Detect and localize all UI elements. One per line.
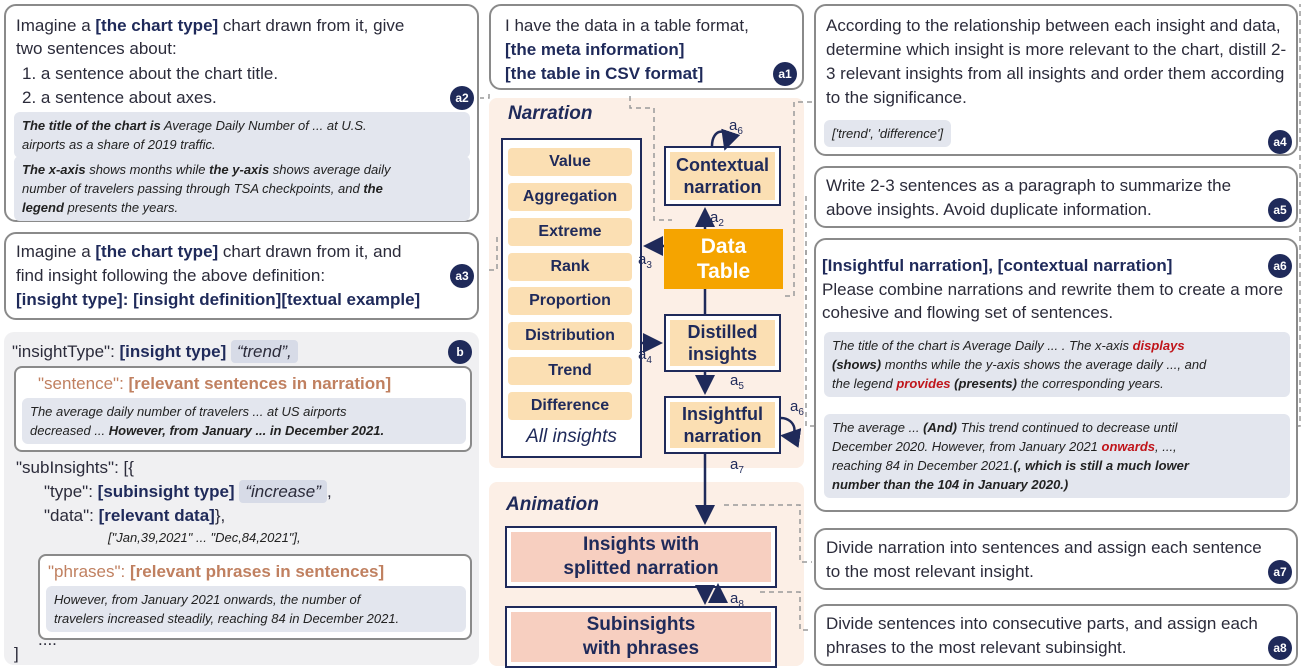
insight-proportion: Proportion xyxy=(508,287,632,315)
json-structure-panel: b "insightType": [insight type] “trend”,… xyxy=(4,332,479,665)
sentence-box: "sentence": [relevant sentences in narra… xyxy=(14,366,472,452)
insightful-narration-label: Insightful narration xyxy=(670,402,775,448)
b-badge: b xyxy=(448,340,472,364)
a6-example-insight: The average ... (And) This trend continu… xyxy=(824,414,1290,498)
a2-item1: 1. a sentence about the chart title. xyxy=(22,64,279,83)
prompt-box-a7: Divide narration into sentences and assi… xyxy=(814,528,1298,590)
insight-extreme: Extreme xyxy=(508,218,632,246)
a2-line2: two sentences about: xyxy=(16,39,177,58)
a2-line1: Imagine a [the chart type] chart drawn f… xyxy=(16,16,405,35)
distilled-insights-node: Distilled insights xyxy=(664,314,781,372)
label-a2: a2 xyxy=(710,209,724,229)
insight-type-example: “trend”, xyxy=(230,340,298,363)
insight-difference: Difference xyxy=(508,392,632,420)
contextual-narration-node: Contextual narration xyxy=(664,146,781,206)
subinsights-key: "subInsights": [{ xyxy=(16,458,134,477)
insight-distribution: Distribution xyxy=(508,322,632,350)
ellipsis: .... xyxy=(38,630,57,649)
phrases-example: However, from January 2021 onwards, the … xyxy=(46,586,466,632)
prompt-box-a4: According to the relationship between ea… xyxy=(814,4,1298,156)
subinsights-label: Subinsights with phrases xyxy=(511,612,771,662)
all-insights-label: All insights xyxy=(526,426,617,447)
a3-line2: find insight following the above definit… xyxy=(16,266,326,285)
a1-line1: I have the data in a table format, xyxy=(505,16,749,35)
splitted-narration-label: Insights with splitted narration xyxy=(511,532,771,582)
a6-badge: a6 xyxy=(1268,254,1292,278)
phrases-box: "phrases": [relevant phrases in sentence… xyxy=(38,554,472,640)
a2-badge: a2 xyxy=(450,86,474,110)
a5-badge: a5 xyxy=(1268,198,1292,222)
prompt-box-a1: I have the data in a table format, [the … xyxy=(489,4,804,90)
data-table-label: Data Table xyxy=(696,235,751,283)
a7-badge: a7 xyxy=(1268,560,1292,584)
type-example: “increase” xyxy=(239,480,327,503)
prompt-box-a8: Divide sentences into consecutive parts,… xyxy=(814,604,1298,666)
insight-type-line: "insightType": [insight type] “trend”, xyxy=(12,340,298,363)
splitted-narration-node: Insights with splitted narration xyxy=(505,526,777,588)
closing-bracket: ] xyxy=(14,644,19,663)
label-a7: a7 xyxy=(730,456,744,476)
loop-a6-right xyxy=(780,416,802,448)
a4-example: ['trend', 'difference'] xyxy=(824,120,952,147)
insightful-narration-node: Insightful narration xyxy=(664,396,781,454)
a6-example-context: The title of the chart is Average Daily … xyxy=(824,332,1290,397)
prompt-box-a5: Write 2-3 sentences as a paragraph to su… xyxy=(814,166,1298,228)
a1-line3: [the table in CSV format] xyxy=(505,64,704,83)
a5-text: Write 2-3 sentences as a paragraph to su… xyxy=(826,176,1232,219)
sentence-example: The average daily number of travelers ..… xyxy=(22,398,466,444)
a3-line1: Imagine a [the chart type] chart drawn f… xyxy=(16,242,402,261)
a8-badge: a8 xyxy=(1268,636,1292,660)
distilled-insights-label: Distilled insights xyxy=(670,320,775,366)
label-a5: a5 xyxy=(730,372,744,392)
a3-line3: [insight type]: [insight definition][tex… xyxy=(16,290,421,309)
phrases-key: "phrases": [relevant phrases in sentence… xyxy=(48,562,385,581)
label-a6-top: a6 xyxy=(729,117,743,137)
a6-title: [Insightful narration], [contextual narr… xyxy=(822,256,1173,275)
animation-title: Animation xyxy=(506,494,599,515)
label-a8: a8 xyxy=(730,590,744,610)
a2-example-axes: The x-axis shows months while the y-axis… xyxy=(14,156,470,221)
loop-a6-top xyxy=(710,128,741,151)
a1-badge: a1 xyxy=(773,62,797,86)
label-a3: a3 xyxy=(638,251,652,271)
a2-example-title: The title of the chart is Average Daily … xyxy=(14,112,470,158)
narration-title: Narration xyxy=(508,103,593,124)
a1-line2: [the meta information] xyxy=(505,40,685,59)
a7-text: Divide narration into sentences and assi… xyxy=(826,538,1262,581)
prompt-box-a3: Imagine a [the chart type] chart drawn f… xyxy=(4,232,479,320)
contextual-narration-label: Contextual narration xyxy=(670,152,775,200)
a2-item2: 2. a sentence about axes. xyxy=(22,88,217,107)
a4-badge: a4 xyxy=(1268,130,1292,154)
type-line: "type": [subinsight type] “increase”, xyxy=(44,480,332,503)
label-a4: a4 xyxy=(638,346,652,366)
insight-aggregation: Aggregation xyxy=(508,183,632,211)
data-table-node: Data Table xyxy=(664,229,783,289)
insight-value: Value xyxy=(508,148,632,176)
data-line: "data": [relevant data]}, xyxy=(44,506,226,525)
insight-trend: Trend xyxy=(508,357,632,385)
a4-text: According to the relationship between ea… xyxy=(826,16,1287,107)
data-example: ["Jan,39,2021" ... "Dec,84,2021"], xyxy=(108,530,301,545)
prompt-box-a2: Imagine a [the chart type] chart drawn f… xyxy=(4,4,479,222)
prompt-box-a6: [Insightful narration], [contextual narr… xyxy=(814,238,1298,512)
a3-badge: a3 xyxy=(450,264,474,288)
sentence-key: "sentence": [relevant sentences in narra… xyxy=(38,374,392,393)
label-a6-right: a6 xyxy=(790,398,804,418)
a8-text: Divide sentences into consecutive parts,… xyxy=(826,614,1258,657)
a6-text: Please combine narrations and rewrite th… xyxy=(822,280,1284,322)
insight-rank: Rank xyxy=(508,253,632,281)
subinsights-node: Subinsights with phrases xyxy=(505,606,777,668)
